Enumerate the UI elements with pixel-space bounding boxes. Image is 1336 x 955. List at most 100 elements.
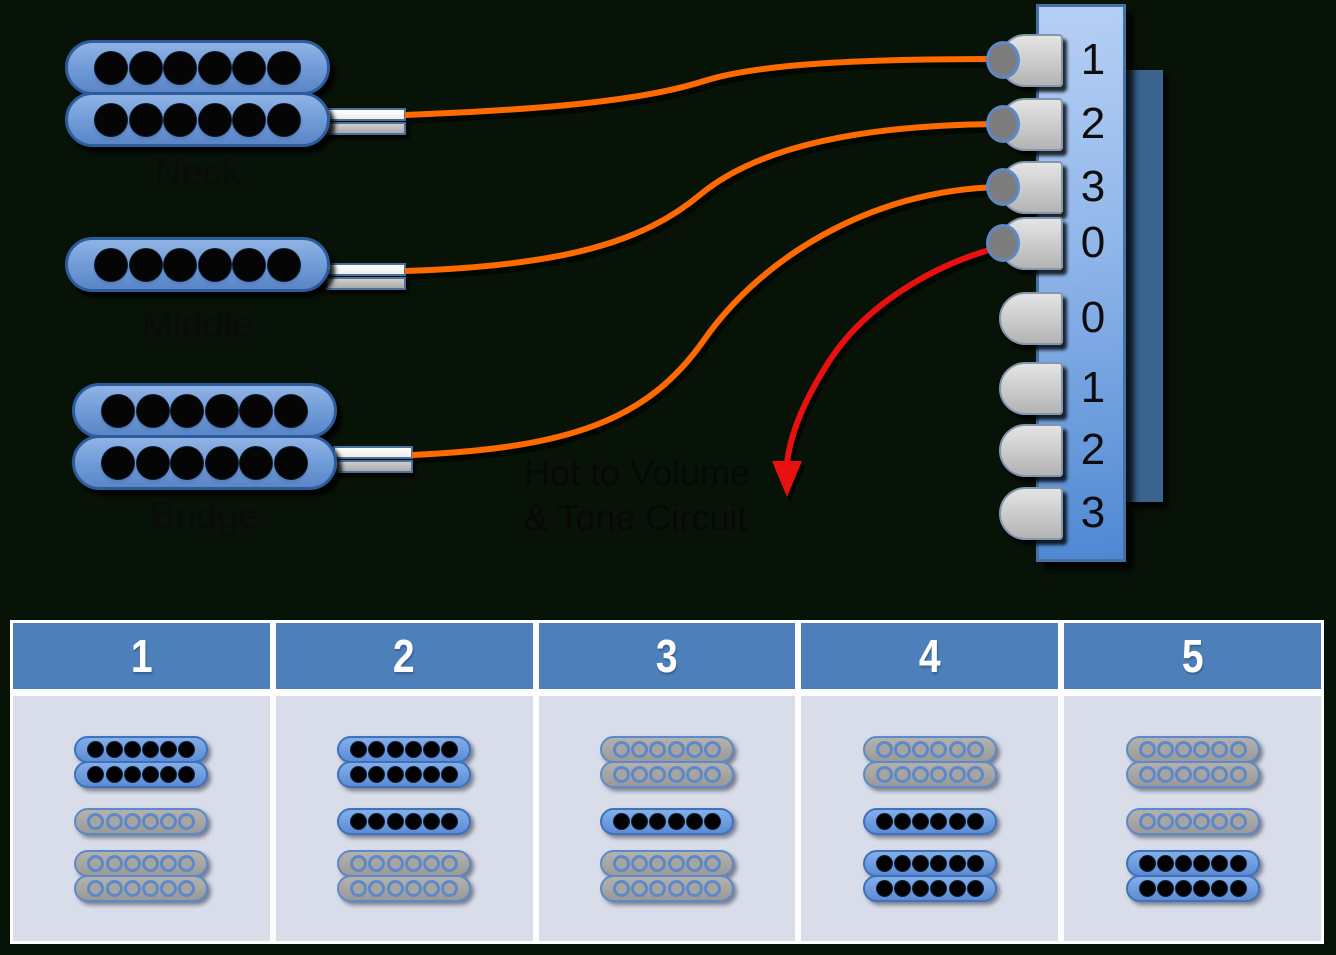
mini-pole-piece	[160, 812, 178, 830]
pole-piece	[94, 50, 128, 85]
mini-pole-piece	[441, 765, 459, 783]
position-header-label: 5	[1181, 630, 1204, 682]
mini-coil-active	[1125, 874, 1260, 902]
mini-pole-piece	[141, 740, 159, 758]
mini-pole-piece	[1211, 812, 1229, 830]
mini-coil-active	[862, 807, 997, 835]
mini-pole-piece	[178, 765, 196, 783]
mini-pole-piece	[178, 854, 196, 872]
mini-pole-piece	[912, 879, 930, 897]
mini-bridge-pickup-off	[74, 849, 209, 902]
mini-pole-piece	[631, 854, 649, 872]
switch-terminal-0-connected: 0	[986, 217, 1116, 270]
wire-layer	[404, 56, 1001, 497]
mini-pole-piece	[1174, 812, 1192, 830]
mini-middle-pickup-on	[337, 807, 472, 835]
mini-pole-piece	[350, 854, 368, 872]
pole-piece	[94, 247, 128, 282]
mini-pole-piece	[948, 854, 966, 872]
mini-pole-piece	[441, 854, 459, 872]
middle-pickup	[65, 237, 330, 292]
mini-pole-piece	[1229, 879, 1247, 897]
mini-coil-inactive	[1125, 735, 1260, 763]
mini-pole-piece	[703, 740, 721, 758]
terminal-contact	[986, 41, 1020, 79]
position-header-label: 2	[393, 630, 416, 682]
mini-pole-piece	[160, 879, 178, 897]
mini-pole-piece	[703, 812, 721, 830]
terminal-number: 1	[1080, 35, 1106, 84]
mini-pole-piece	[1193, 765, 1211, 783]
pole-piece	[239, 393, 274, 428]
hot-output-annotation: Hot to Volume & Tone Circuit	[524, 450, 750, 540]
mini-bridge-pickup-on	[862, 849, 997, 902]
terminal-number: 3	[1080, 488, 1106, 537]
mini-pole-piece	[612, 854, 630, 872]
mini-pole-piece	[1174, 854, 1192, 872]
mini-pole-piece	[875, 740, 893, 758]
mini-pole-piece	[386, 740, 404, 758]
mini-pole-piece	[1229, 765, 1247, 783]
mini-coil-inactive	[337, 849, 472, 877]
switch-terminal-3-connected: 3	[986, 161, 1116, 214]
mini-pole-piece	[930, 740, 948, 758]
mini-pole-piece	[368, 812, 386, 830]
mini-pole-piece	[1193, 854, 1211, 872]
switch-back-plate	[1125, 70, 1163, 502]
pole-piece	[94, 102, 128, 137]
mini-pole-piece	[87, 879, 105, 897]
mini-pole-piece	[141, 765, 159, 783]
terminal-number: 2	[1080, 425, 1106, 474]
mini-pole-piece	[631, 879, 649, 897]
mini-pole-piece	[875, 854, 893, 872]
middle-label: Middle	[141, 304, 254, 346]
mini-pole-piece	[685, 812, 703, 830]
terminal-number: 1	[1080, 363, 1106, 412]
mini-pole-piece	[667, 879, 685, 897]
mini-pole-piece	[350, 879, 368, 897]
pole-piece	[232, 247, 267, 282]
mini-pole-piece	[930, 879, 948, 897]
mini-pole-piece	[930, 812, 948, 830]
wire-middle-hot	[404, 121, 1001, 274]
mini-coil-inactive	[599, 760, 734, 788]
mini-neck-pickup-off	[1125, 735, 1260, 788]
bridge-coil-1	[72, 383, 337, 438]
mini-pole-piece	[685, 854, 703, 872]
mini-pole-piece	[893, 765, 911, 783]
mini-pole-piece	[386, 879, 404, 897]
mini-pole-piece	[105, 854, 123, 872]
pole-piece	[197, 247, 232, 282]
position-header-1: 1	[13, 623, 270, 689]
annotation-line-2: & Tone Circuit	[524, 497, 748, 538]
mini-pole-piece	[123, 812, 141, 830]
mini-pole-piece	[875, 879, 893, 897]
mini-pole-piece	[1193, 879, 1211, 897]
terminal-contact	[986, 224, 1020, 262]
mini-coil-active	[862, 874, 997, 902]
mini-coil-inactive	[1125, 760, 1260, 788]
pole-piece	[266, 102, 301, 137]
wire-bridge-hot	[411, 184, 1001, 458]
neck-label: Neck	[154, 152, 241, 194]
mini-pole-piece	[123, 740, 141, 758]
mini-bridge-pickup-on	[1125, 849, 1260, 902]
mini-pole-piece	[1229, 740, 1247, 758]
mini-neck-pickup-off	[862, 735, 997, 788]
mini-pole-piece	[350, 765, 368, 783]
mini-pole-piece	[368, 740, 386, 758]
pole-piece	[128, 50, 163, 85]
mini-pole-piece	[966, 740, 984, 758]
mini-coil-active	[74, 735, 209, 763]
position-header-label: 4	[918, 630, 941, 682]
mini-pole-piece	[912, 765, 930, 783]
mini-pole-piece	[141, 854, 159, 872]
pole-piece	[135, 445, 170, 480]
position-cell-2	[275, 696, 533, 941]
mini-pole-piece	[612, 879, 630, 897]
terminal-lug	[999, 362, 1063, 415]
mini-pole-piece	[893, 879, 911, 897]
position-header-5: 5	[1064, 623, 1321, 689]
position-cell-4	[801, 696, 1059, 941]
